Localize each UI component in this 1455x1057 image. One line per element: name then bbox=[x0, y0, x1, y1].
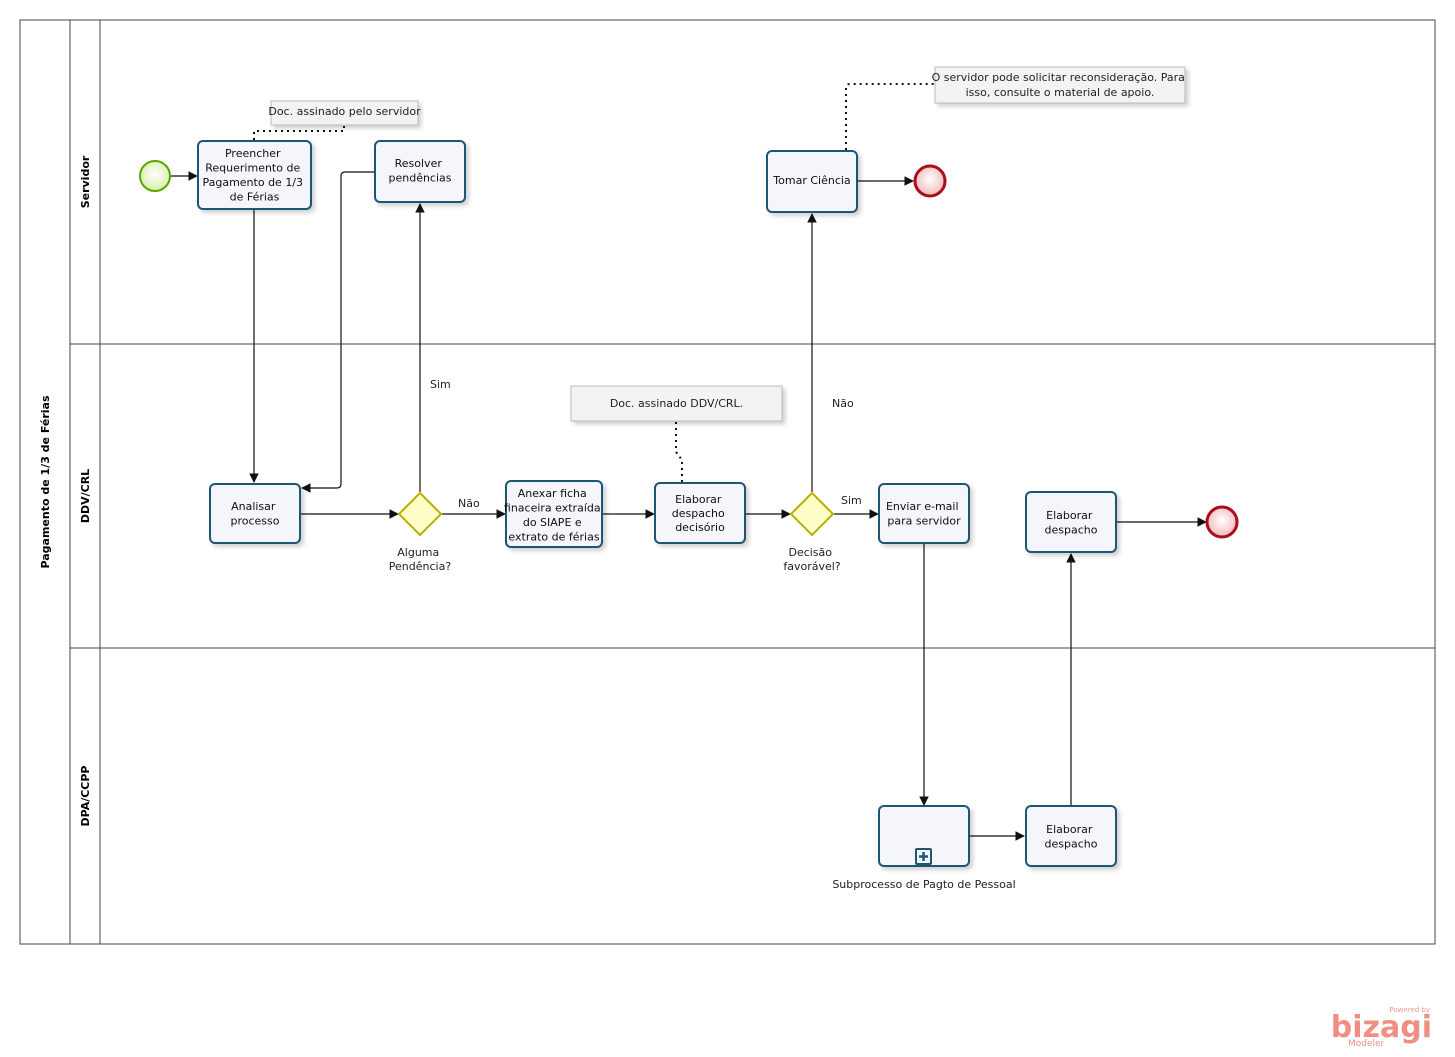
annotation-reconsideracao-line-2: isso, consulte o material de apoio. bbox=[966, 86, 1155, 99]
flow-label-nao-decisao: Não bbox=[832, 397, 854, 410]
task-resolver-line-1: Resolver bbox=[395, 157, 443, 170]
flow-resolver-analisar bbox=[301, 171, 375, 493]
assoc-reconsideracao bbox=[845, 83, 935, 150]
brand-product: Modeler bbox=[1348, 1039, 1385, 1049]
task-anexar-line-2: finaceira extraída bbox=[504, 502, 601, 515]
svg-text:Resolver pendências: Resolver pendências bbox=[388, 157, 451, 185]
task-tomar-ciencia[interactable]: Tomar Ciência bbox=[766, 150, 858, 213]
task-analisar-line-2: processo bbox=[230, 515, 279, 528]
brand-name: bizagi bbox=[1331, 1010, 1432, 1045]
svg-text:Tomar Ciência: Tomar Ciência bbox=[772, 174, 850, 187]
assoc-servidor-doc bbox=[253, 126, 345, 140]
gateway-decisao-label-2: favorável? bbox=[783, 560, 840, 573]
svg-text:Decisão favorável?: Decisão favorável? bbox=[783, 546, 840, 573]
task-elaborar-ddv-line-1: Elaborar bbox=[1046, 509, 1093, 522]
task-anexar-line-1: Anexar ficha bbox=[518, 487, 587, 500]
annotation-ddv-doc-text: Doc. assinado DDV/CRL. bbox=[610, 397, 743, 410]
pool-label: Pagamento de 1/3 de Férias bbox=[39, 395, 52, 569]
gateway-pendencia[interactable] bbox=[397, 491, 443, 537]
task-enviar-line-2: para servidor bbox=[887, 515, 961, 528]
bizagi-logo: Powered by bizagi Modeler bbox=[1331, 1006, 1432, 1049]
annotation-reconsideracao[interactable]: O servidor pode solicitar reconsideração… bbox=[932, 66, 1189, 104]
subprocess-label: Subprocesso de Pagto de Pessoal bbox=[832, 878, 1015, 891]
gateway-pendencia-label-2: Pendência? bbox=[389, 560, 452, 573]
task-elaborar-dpa-line-2: despacho bbox=[1045, 838, 1098, 851]
task-analisar[interactable]: Analisar processo bbox=[209, 483, 301, 544]
task-anexar-line-3: do SIAPE e bbox=[523, 516, 582, 529]
gateway-pendencia-label-1: Alguma bbox=[397, 546, 439, 559]
task-preencher-line-3: Pagamento de 1/3 bbox=[202, 176, 303, 189]
task-elaborar-decisorio-line-1: Elaborar bbox=[675, 493, 722, 506]
task-resolver[interactable]: Resolver pendências bbox=[374, 140, 466, 203]
svg-text:Anexar ficha finaceira e: Anexar ficha finaceira extraída do SIAPE… bbox=[504, 487, 604, 544]
flow-label-sim-pendencia: Sim bbox=[430, 378, 451, 391]
task-tomar-line-1: Tomar Ciência bbox=[772, 174, 850, 187]
task-preencher-line-2: Requerimento de bbox=[205, 162, 300, 175]
pool: Pagamento de 1/3 de Férias Servidor DDV/… bbox=[19, 19, 1436, 945]
subprocess-pagto-pessoal[interactable] bbox=[878, 805, 970, 867]
gateway-decisao-label-1: Decisão bbox=[788, 546, 832, 559]
sequence-flows bbox=[171, 171, 1207, 841]
annotation-servidor-doc[interactable]: Doc. assinado pelo servidor bbox=[268, 100, 421, 126]
task-elaborar-ddv-line-2: despacho bbox=[1045, 524, 1098, 537]
lane-label-ddv-crl: DDV/CRL bbox=[79, 469, 92, 523]
flow-label-nao-pendencia: Não bbox=[458, 497, 480, 510]
end-event-ddv[interactable] bbox=[1205, 505, 1239, 539]
task-anexar-line-4: extrato de férias bbox=[508, 531, 599, 544]
lane-label-dpa-ccpp: DPA/CCPP bbox=[79, 766, 92, 827]
svg-text:Enviar e-mail para servi: Enviar e-mail para servidor bbox=[886, 500, 962, 528]
svg-text:Alguma Pendência?: Alguma Pendência? bbox=[389, 546, 452, 573]
task-analisar-line-1: Analisar bbox=[231, 500, 276, 513]
lane-label-servidor: Servidor bbox=[79, 155, 92, 208]
task-elaborar-dpa-line-1: Elaborar bbox=[1046, 823, 1093, 836]
task-enviar-email[interactable]: Enviar e-mail para servidor bbox=[878, 483, 970, 544]
svg-text:Elaborar despacho: Elaborar despacho decisório bbox=[672, 493, 728, 534]
svg-text:Preencher Requerimento d: Preencher Requerimento de Pagamento de 1… bbox=[202, 147, 306, 204]
svg-text:Elaborar despacho: Elaborar despacho bbox=[1045, 509, 1098, 537]
task-elaborar-despacho-dpa[interactable]: Elaborar despacho bbox=[1025, 805, 1117, 867]
annotation-reconsideracao-line-1: O servidor pode solicitar reconsideração… bbox=[932, 71, 1185, 84]
plus-icon bbox=[919, 852, 928, 861]
annotation-ddv-doc[interactable]: Doc. assinado DDV/CRL. bbox=[570, 385, 783, 422]
task-elaborar-despacho-ddv[interactable]: Elaborar despacho bbox=[1025, 491, 1117, 553]
start-event[interactable] bbox=[139, 160, 171, 192]
task-preencher[interactable]: Preencher Requerimento de Pagamento de 1… bbox=[197, 140, 312, 210]
task-enviar-line-1: Enviar e-mail bbox=[886, 500, 959, 513]
associations bbox=[253, 83, 935, 482]
task-elaborar-decisorio[interactable]: Elaborar despacho decisório bbox=[654, 482, 746, 544]
flow-label-sim-decisao: Sim bbox=[841, 494, 862, 507]
svg-text:Elaborar despacho: Elaborar despacho bbox=[1045, 823, 1098, 851]
svg-text:Analisar processo: Analisar processo bbox=[230, 500, 279, 528]
task-resolver-line-2: pendências bbox=[388, 172, 451, 185]
task-elaborar-decisorio-line-3: decisório bbox=[675, 521, 725, 534]
task-anexar[interactable]: Anexar ficha finaceira extraída do SIAPE… bbox=[504, 480, 604, 548]
task-preencher-line-1: Preencher bbox=[225, 147, 281, 160]
svg-text:O servidor pode solicitar reco: O servidor pode solicitar reconsideração… bbox=[932, 71, 1189, 99]
annotation-servidor-doc-text: Doc. assinado pelo servidor bbox=[268, 105, 421, 118]
end-event-servidor[interactable] bbox=[913, 164, 947, 198]
assoc-ddv-doc bbox=[675, 422, 683, 482]
brand-powered: Powered by bbox=[1389, 1006, 1430, 1014]
task-preencher-line-4: de Férias bbox=[230, 191, 280, 204]
gateway-decisao[interactable] bbox=[789, 491, 835, 537]
task-elaborar-decisorio-line-2: despacho bbox=[672, 507, 725, 520]
